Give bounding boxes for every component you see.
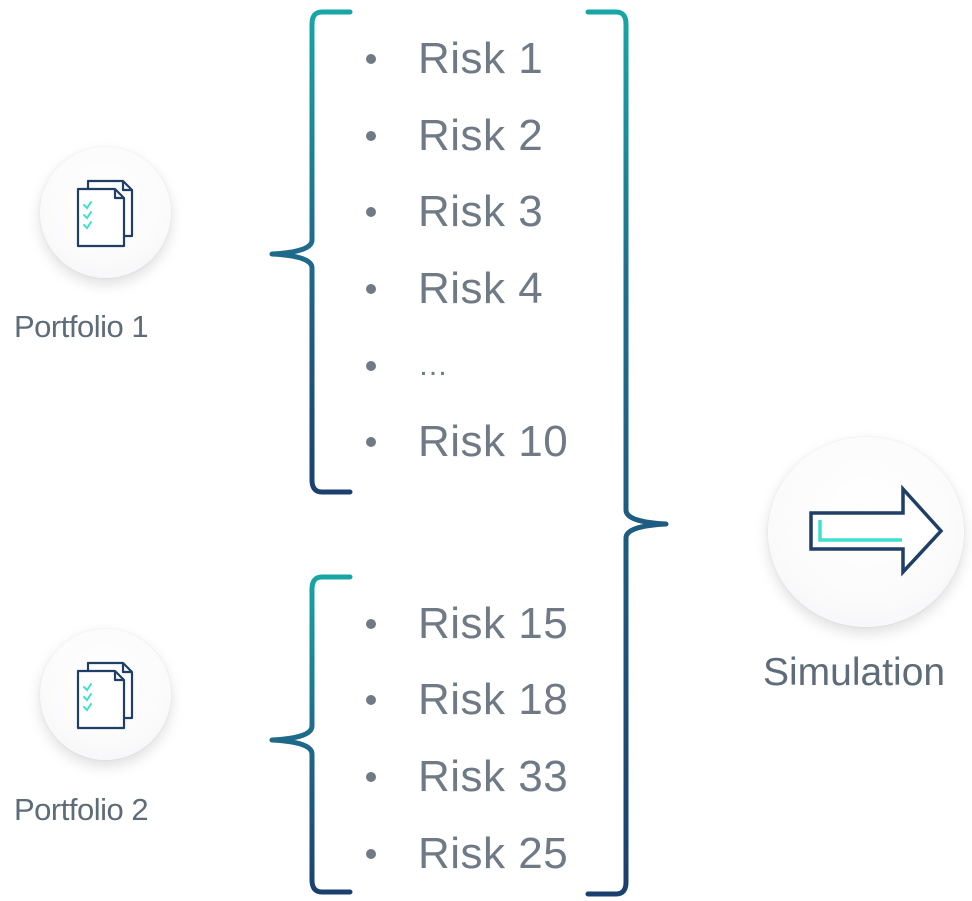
bullet-icon <box>366 207 376 217</box>
list-item: Risk 15 <box>366 594 568 654</box>
list-item: Risk 2 <box>366 106 543 166</box>
document-checklist-icon <box>76 179 134 248</box>
risk-label: Risk 2 <box>418 111 544 160</box>
bullet-icon <box>366 54 376 64</box>
list-item: … <box>366 336 449 396</box>
risk-label: Risk 1 <box>418 34 544 83</box>
list-item: Risk 4 <box>366 259 543 319</box>
risk-label: Risk 3 <box>418 187 544 236</box>
document-checklist-icon <box>76 661 134 730</box>
bullet-icon <box>366 772 376 782</box>
portfolio-2-icon-circle <box>40 629 171 760</box>
bullet-icon <box>366 284 376 294</box>
simulation-label: Simulation <box>763 651 946 694</box>
risk-label: Risk 25 <box>418 829 569 878</box>
list-item: Risk 3 <box>366 182 543 242</box>
portfolio-1-brace <box>269 9 353 495</box>
right-arrow-icon <box>809 484 944 577</box>
risk-label: Risk 33 <box>418 752 569 801</box>
list-item: Risk 25 <box>366 824 568 884</box>
portfolio-2-label: Portfolio 2 <box>14 792 149 827</box>
bullet-icon <box>366 437 376 447</box>
bullet-icon <box>366 695 376 705</box>
risk-label: Risk 15 <box>418 599 569 648</box>
risk-label: Risk 18 <box>418 675 569 724</box>
risk-label: Risk 10 <box>418 417 569 466</box>
list-item: Risk 10 <box>366 412 568 472</box>
combined-right-brace <box>585 9 669 897</box>
bullet-icon <box>366 361 376 371</box>
risk-label: … <box>418 349 449 382</box>
list-item: Risk 1 <box>366 29 543 89</box>
bullet-icon <box>366 849 376 859</box>
portfolio-2-brace <box>269 574 353 895</box>
list-item: Risk 18 <box>366 670 568 730</box>
bullet-icon <box>366 619 376 629</box>
list-item: Risk 33 <box>366 747 568 807</box>
portfolio-1-icon-circle <box>40 147 171 278</box>
portfolio-1-label: Portfolio 1 <box>14 309 149 344</box>
risk-label: Risk 4 <box>418 264 544 313</box>
bullet-icon <box>366 131 376 141</box>
simulation-icon-circle <box>768 437 964 627</box>
